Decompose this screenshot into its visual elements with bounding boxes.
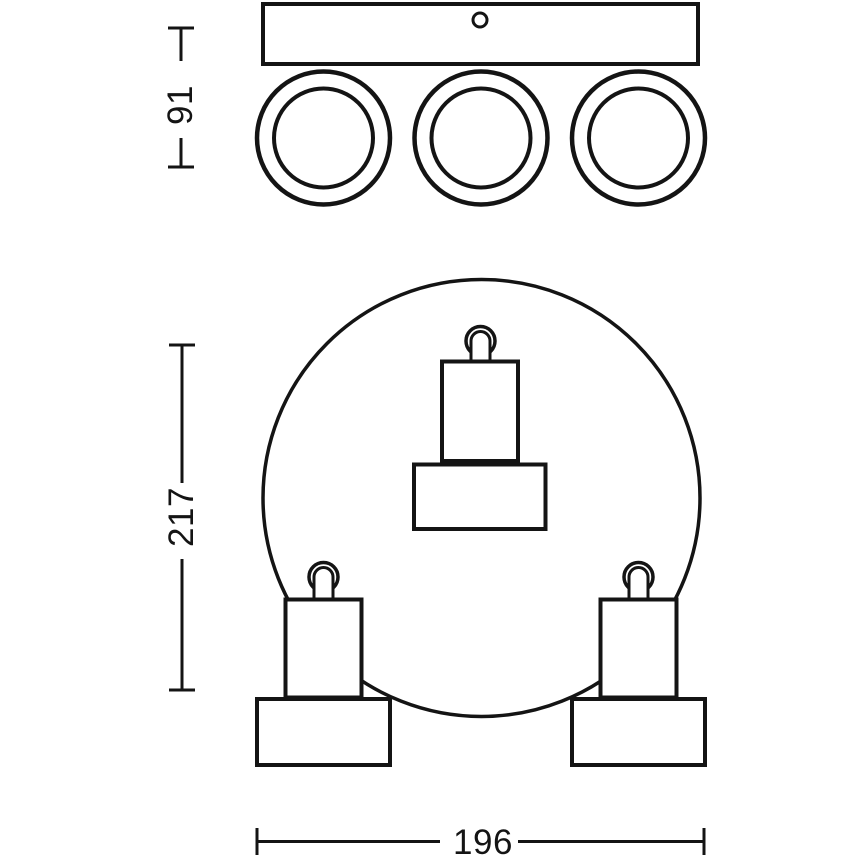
spot-base: [412, 462, 548, 531]
dimension-label-plan-width: 196: [453, 823, 513, 862]
spot-body: [440, 359, 520, 463]
screw-hole: [471, 11, 489, 29]
dimension-plan-width: 196: [255, 823, 706, 862]
dimension-label-side-height: 91: [161, 85, 200, 125]
swivel-stem: [627, 566, 650, 600]
spot-body: [598, 597, 679, 700]
spot-head-inner-ring: [429, 86, 533, 190]
bottom-view-spot-right: [570, 560, 707, 767]
spot-head-outer-ring: [412, 69, 550, 207]
bottom-view-spot-left: [255, 560, 392, 767]
side-view: [254, 2, 708, 207]
spot-base: [255, 697, 392, 767]
side-view-spot-head-1: [254, 69, 393, 207]
bottom-view-spot-center: [412, 324, 548, 531]
side-view-spot-head-2: [412, 69, 550, 207]
dimension-side-height: 91: [161, 26, 200, 169]
spot-head-outer-ring: [569, 69, 708, 207]
swivel-stem: [469, 330, 492, 362]
dimension-label-plan-height: 217: [162, 487, 201, 547]
spot-head-outer-ring: [254, 69, 393, 207]
spot-head-inner-ring: [587, 86, 690, 190]
swivel-stem: [312, 566, 335, 600]
dimension-plan-height: 217: [162, 343, 201, 692]
spot-head-inner-ring: [272, 86, 375, 190]
side-view-spot-head-3: [569, 69, 708, 207]
spot-body: [283, 597, 364, 700]
bottom-view: [255, 277, 707, 767]
spot-base: [570, 697, 707, 767]
